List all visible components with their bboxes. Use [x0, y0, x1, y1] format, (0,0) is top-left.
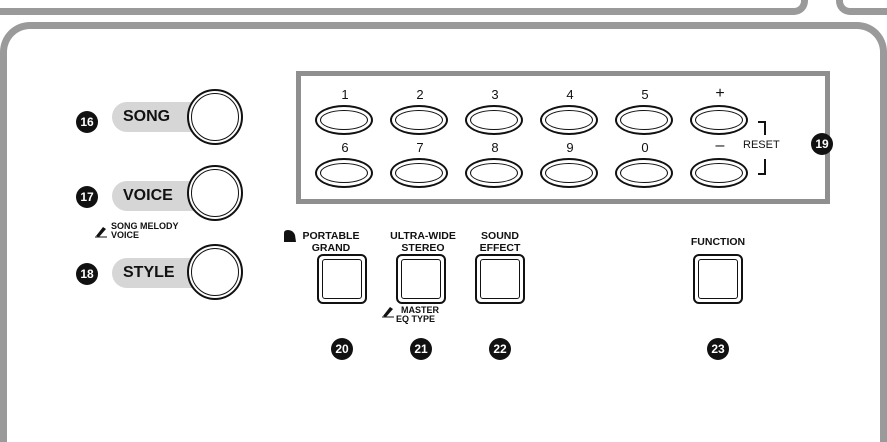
key-3-button[interactable] — [465, 105, 523, 135]
portable-grand-button[interactable] — [317, 254, 367, 304]
panel-top-frame — [0, 0, 808, 15]
grand-piano-icon — [284, 230, 296, 242]
key-2-button[interactable] — [390, 105, 448, 135]
voice-button[interactable] — [187, 165, 243, 221]
key-label-8: 8 — [491, 140, 499, 155]
callout-20: 20 — [331, 338, 353, 360]
key-9-button[interactable] — [540, 158, 598, 188]
key-1-button[interactable] — [315, 105, 373, 135]
key-label-2: 2 — [416, 87, 424, 102]
key-8-button[interactable] — [465, 158, 523, 188]
key-label-5: 5 — [641, 87, 649, 102]
style-button[interactable] — [187, 244, 243, 300]
function-label: FUNCTION — [690, 236, 746, 248]
key-4-button[interactable] — [540, 105, 598, 135]
key-minus-button[interactable] — [690, 158, 748, 188]
key-label-1: 1 — [341, 87, 349, 102]
control-panel — [0, 22, 887, 442]
key-0-button[interactable] — [615, 158, 673, 188]
key-label-minus: – — [715, 137, 725, 154]
key-plus-button[interactable] — [690, 105, 748, 135]
ultra-wide-stereo-button[interactable] — [396, 254, 446, 304]
sound-effect-button[interactable] — [475, 254, 525, 304]
key-label-6: 6 — [341, 140, 349, 155]
key-label-4: 4 — [566, 87, 574, 102]
callout-18: 18 — [76, 263, 98, 285]
callout-23: 23 — [707, 338, 729, 360]
reset-bracket-bottom — [758, 159, 766, 175]
panel-top-frame-right — [836, 0, 887, 15]
callout-17: 17 — [76, 186, 98, 208]
key-label-plus: + — [715, 85, 725, 102]
callout-16: 16 — [76, 111, 98, 133]
pencil-icon — [382, 307, 394, 318]
song-label: SONG — [112, 102, 194, 132]
key-label-3: 3 — [491, 87, 499, 102]
key-label-7: 7 — [416, 140, 424, 155]
key-5-button[interactable] — [615, 105, 673, 135]
reset-label: RESET — [743, 139, 780, 151]
function-button[interactable] — [693, 254, 743, 304]
pencil-icon — [95, 227, 107, 238]
voice-label: VOICE — [112, 181, 194, 211]
callout-19: 19 — [811, 133, 833, 155]
reset-bracket-top — [758, 121, 766, 135]
style-label: STYLE — [112, 258, 194, 288]
key-label-0: 0 — [641, 140, 649, 155]
key-7-button[interactable] — [390, 158, 448, 188]
song-button[interactable] — [187, 89, 243, 145]
key-label-9: 9 — [566, 140, 574, 155]
callout-22: 22 — [489, 338, 511, 360]
callout-21: 21 — [410, 338, 432, 360]
key-6-button[interactable] — [315, 158, 373, 188]
